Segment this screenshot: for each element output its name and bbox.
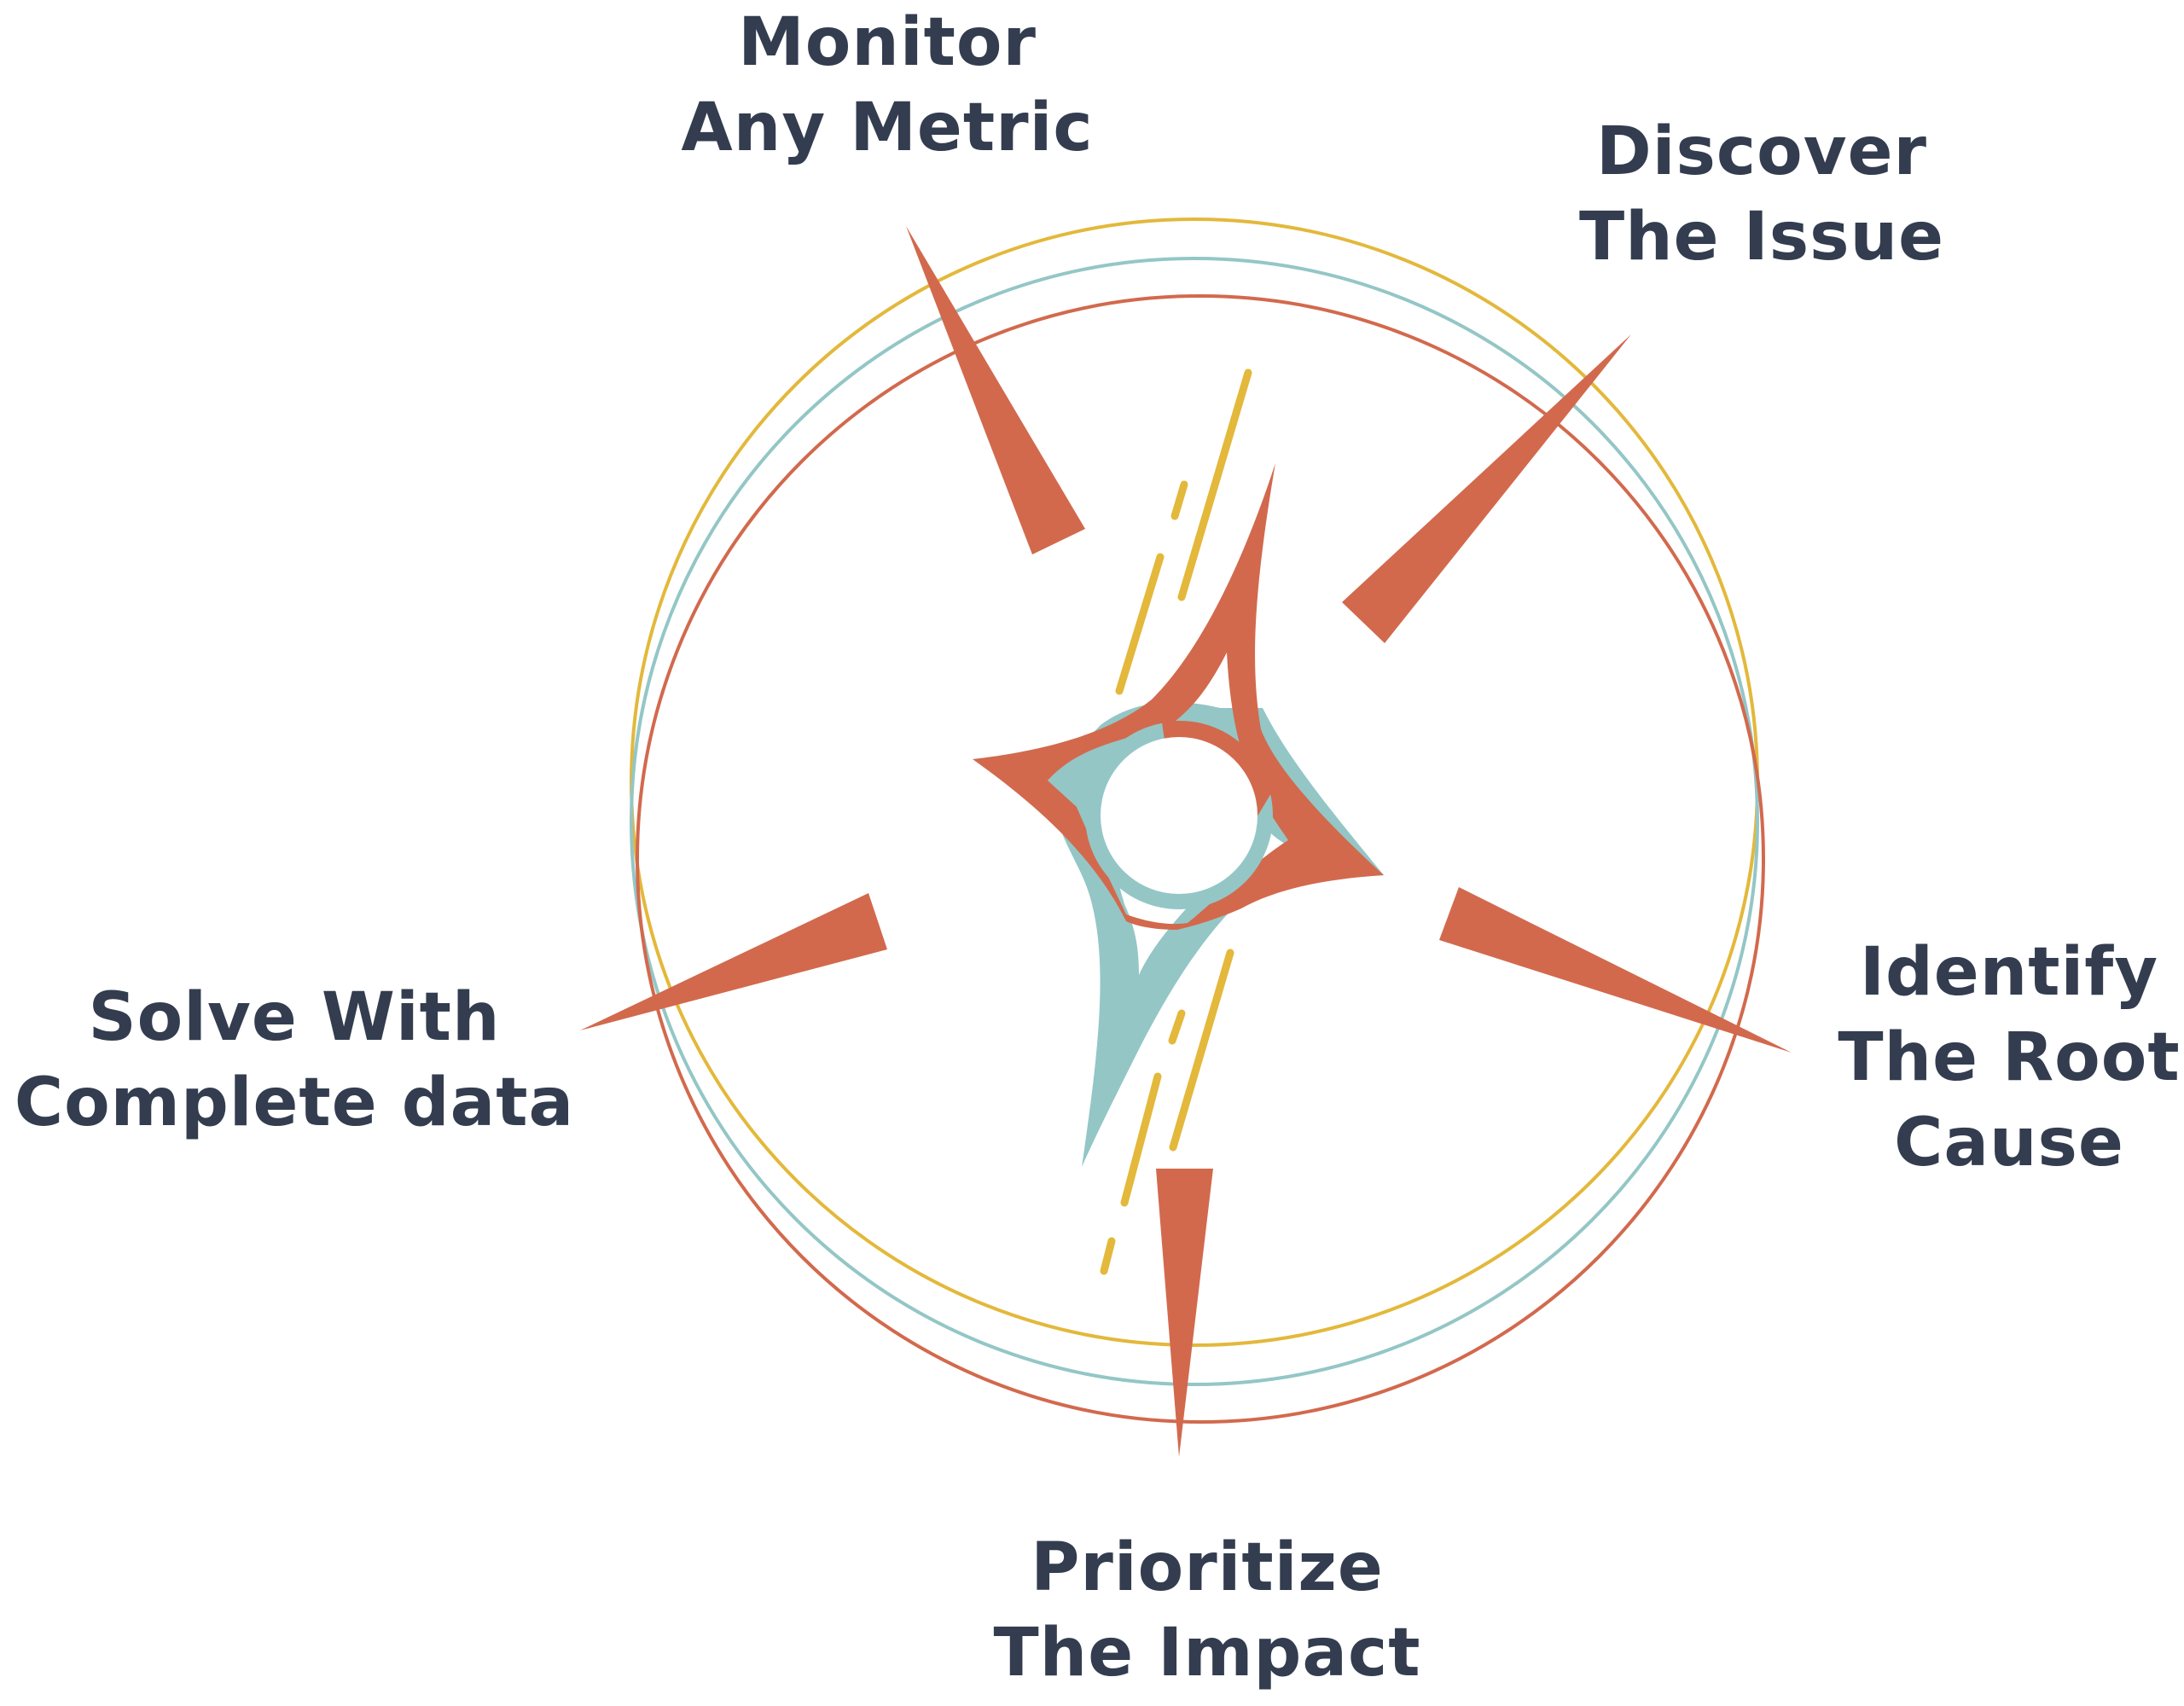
label-line: Identify [1859, 934, 2159, 1011]
label-line: Complete data [14, 1065, 575, 1141]
orange-star [973, 463, 1384, 930]
label-prioritize: Prioritize The Impact [904, 1525, 1510, 1696]
label-line: The Impact [993, 1615, 1421, 1691]
label-identify: Identify The Root Cause [1834, 930, 2184, 1186]
teal-ring [630, 257, 1759, 1386]
label-line: Any Metric [681, 90, 1094, 166]
label-solve: Solve With Complete data [0, 975, 589, 1146]
label-line: The Root [1838, 1019, 2181, 1096]
orange-inner-arc [1162, 721, 1271, 819]
label-line: Solve With [88, 979, 501, 1056]
label-discover: Discover The Issue [1510, 109, 2013, 280]
center-hole [1101, 737, 1258, 894]
label-line: The Issue [1578, 199, 1945, 276]
upper-dashes [1115, 368, 1252, 695]
needle-identify [1439, 887, 1792, 1053]
label-monitor: Monitor Any Metric [597, 0, 1177, 171]
label-line: Monitor [738, 4, 1037, 81]
orange-ring [636, 294, 1765, 1424]
label-line: Cause [1894, 1105, 2124, 1181]
needle-solve [580, 893, 887, 1030]
label-line: Prioritize [1031, 1529, 1384, 1606]
lower-dashes [1100, 949, 1234, 1275]
needle-monitor [906, 226, 1085, 554]
needle-discover [1342, 334, 1631, 643]
needle-prioritize [1156, 1169, 1213, 1457]
label-line: Discover [1596, 113, 1927, 190]
